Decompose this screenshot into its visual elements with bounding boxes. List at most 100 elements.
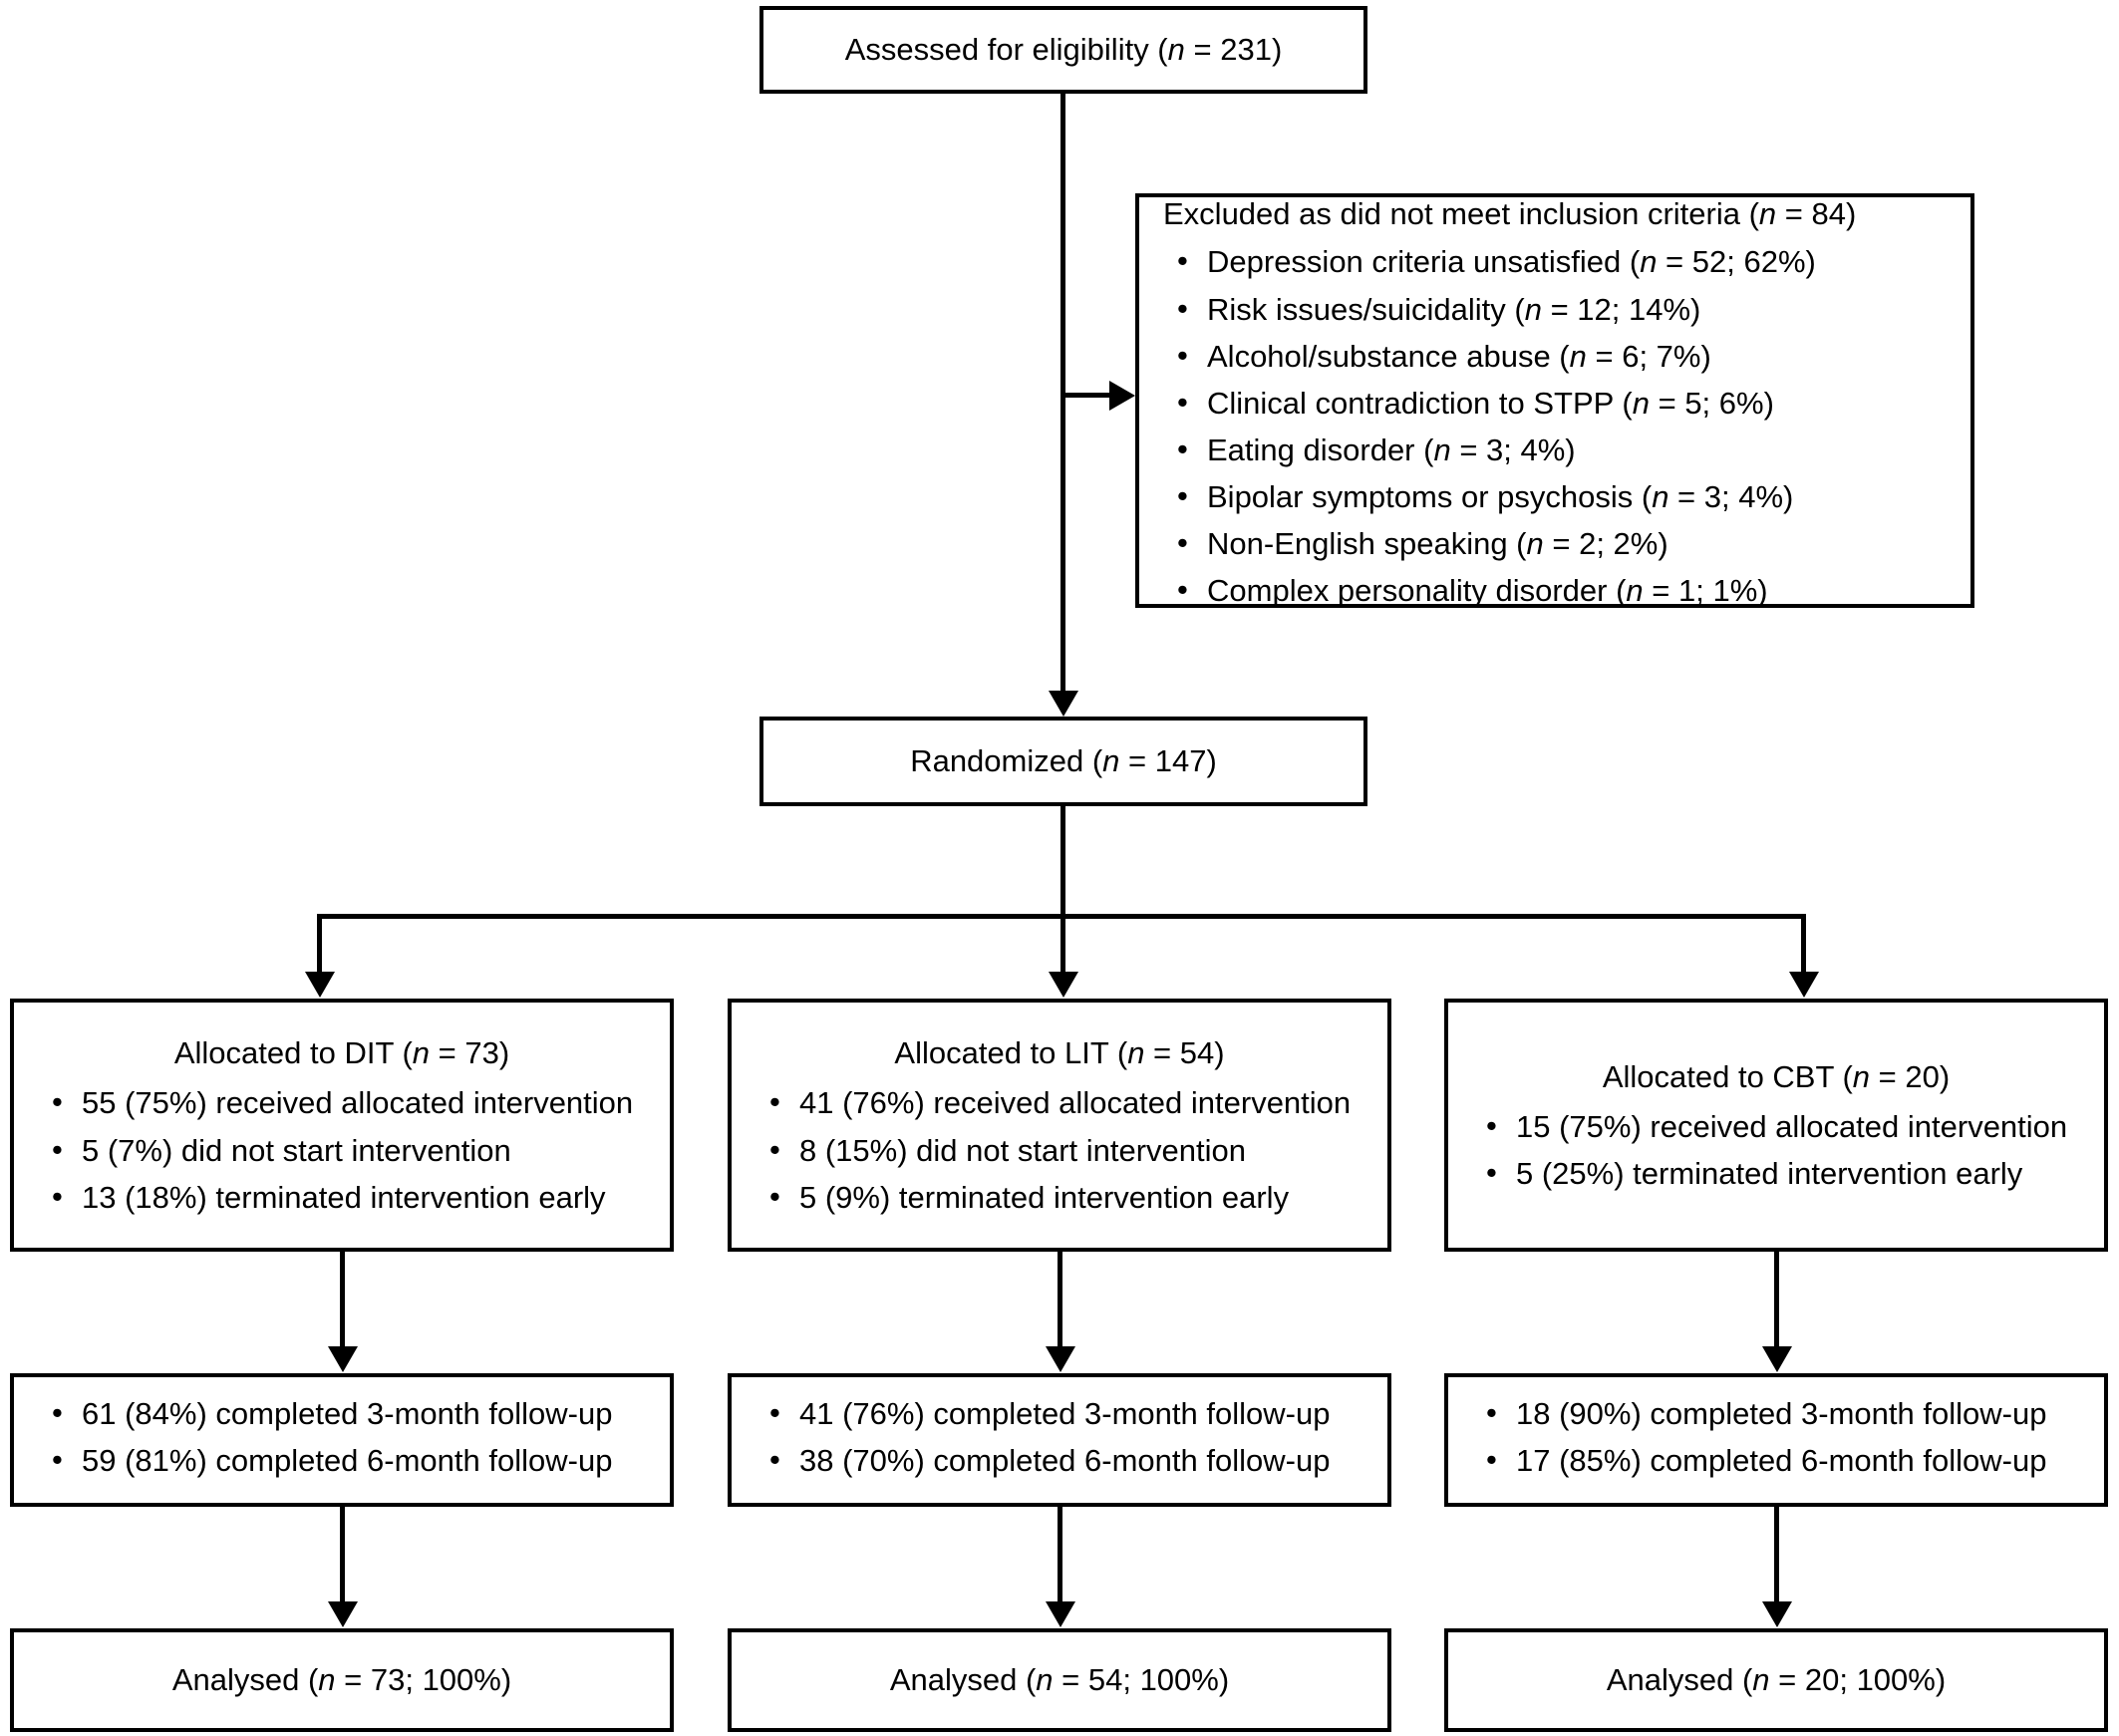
allocation-heading-after: = 73) <box>430 1035 510 1071</box>
allocation-heading-after: = 20) <box>1870 1058 1951 1094</box>
box-analysed-dit: Analysed (n = 73; 100%) <box>10 1628 674 1732</box>
arrow-eligibility-to-randomized <box>1049 691 1078 717</box>
allocation-heading-before: Allocated to LIT ( <box>894 1035 1128 1071</box>
box-followup-dit: 61 (84%) completed 3-month follow-up 59 … <box>10 1373 674 1507</box>
list-item-followup: 59 (81%) completed 6-month follow-up <box>48 1436 656 1484</box>
connector-drop-lit <box>1060 914 1065 977</box>
randomized-text-after: = 147) <box>1119 742 1217 778</box>
reason-text-after: = 1; 1%) <box>1643 573 1768 609</box>
analysed-text-after: = 54; 100%) <box>1053 1661 1230 1697</box>
connector-allocation-to-followup-lit <box>1058 1252 1062 1351</box>
reason-text-before: Risk issues/suicidality ( <box>1207 291 1525 327</box>
allocation-n-symbol: n <box>412 1035 431 1071</box>
randomized-text-before: Randomized ( <box>910 742 1103 778</box>
list-item-followup: 17 (85%) completed 6-month follow-up <box>1482 1436 2090 1484</box>
connector-followup-to-analysed-lit <box>1058 1507 1062 1606</box>
allocation-heading-before: Allocated to DIT ( <box>173 1035 413 1071</box>
reason-n-symbol: n <box>1632 385 1650 421</box>
list-item-allocation: 55 (75%) received allocated intervention <box>48 1078 656 1126</box>
list-item-excluded-reason: Clinical contradiction to STPP (n = 5; 6… <box>1173 379 1957 427</box>
reason-text-before: Alcohol/substance abuse ( <box>1207 338 1570 374</box>
allocation-heading-cbt: Allocated to CBT (n = 20) <box>1448 1043 2104 1103</box>
analysed-n-symbol: n <box>1752 1661 1770 1697</box>
allocation-heading-before: Allocated to CBT ( <box>1602 1058 1853 1094</box>
allocation-heading-dit: Allocated to DIT (n = 73) <box>14 1019 670 1079</box>
connector-randomized-stem <box>1060 806 1065 919</box>
list-item-allocation: 15 (75%) received allocated intervention <box>1482 1102 2090 1150</box>
reason-text-before: Eating disorder ( <box>1207 432 1434 467</box>
followup-list-cbt: 18 (90%) completed 3-month follow-up 17 … <box>1448 1382 2104 1498</box>
analysed-n-symbol: n <box>1036 1661 1054 1697</box>
reason-text-after: = 12; 14%) <box>1541 291 1701 327</box>
reason-n-symbol: n <box>1626 573 1644 609</box>
arrow-followup-to-analysed-lit <box>1046 1601 1075 1627</box>
connector-followup-to-analysed-dit <box>340 1507 345 1606</box>
arrow-allocation-to-followup-lit <box>1046 1346 1075 1372</box>
reason-text-after: = 52; 62%) <box>1657 244 1816 280</box>
list-item-excluded-reason: Bipolar symptoms or psychosis (n = 3; 4%… <box>1173 472 1957 520</box>
arrow-to-allocation-dit <box>305 972 335 998</box>
assessed-label: Assessed for eligibility (n = 231) <box>777 30 1350 70</box>
box-assessed-for-eligibility: Assessed for eligibility (n = 231) <box>759 6 1367 94</box>
reason-text-before: Clinical contradiction to STPP ( <box>1207 385 1633 421</box>
connector-allocation-to-followup-dit <box>340 1252 345 1351</box>
excluded-heading-after: = 84) <box>1776 195 1857 231</box>
connector-followup-to-analysed-cbt <box>1774 1507 1779 1606</box>
followup-list-lit: 41 (76%) completed 3-month follow-up 38 … <box>732 1382 1387 1498</box>
reason-text-after: = 5; 6%) <box>1649 385 1774 421</box>
reason-text-before: Bipolar symptoms or psychosis ( <box>1207 479 1653 515</box>
excluded-heading-before: Excluded as did not meet inclusion crite… <box>1163 195 1759 231</box>
box-analysed-lit: Analysed (n = 54; 100%) <box>728 1628 1391 1732</box>
box-followup-lit: 41 (76%) completed 3-month follow-up 38 … <box>728 1373 1391 1507</box>
list-item-excluded-reason: Complex personality disorder (n = 1; 1%) <box>1173 566 1957 614</box>
reason-text-after: = 6; 7%) <box>1586 338 1711 374</box>
box-allocation-dit: Allocated to DIT (n = 73) 55 (75%) recei… <box>10 999 674 1252</box>
reason-text-before: Depression criteria unsatisfied ( <box>1207 244 1641 280</box>
reason-text-before: Complex personality disorder ( <box>1207 573 1627 609</box>
excluded-n-symbol: n <box>1758 195 1777 231</box>
reason-text-before: Non-English speaking ( <box>1207 526 1527 562</box>
list-item-followup: 38 (70%) completed 6-month follow-up <box>765 1436 1373 1484</box>
allocation-heading-after: = 54) <box>1144 1035 1225 1071</box>
reason-n-symbol: n <box>1652 479 1669 515</box>
connector-to-excluded <box>1060 393 1124 398</box>
list-item-followup: 61 (84%) completed 3-month follow-up <box>48 1389 656 1437</box>
analysed-text-after: = 20; 100%) <box>1769 1661 1947 1697</box>
box-excluded: Excluded as did not meet inclusion crite… <box>1135 193 1974 613</box>
arrow-allocation-to-followup-dit <box>328 1346 358 1372</box>
list-item-allocation: 5 (25%) terminated intervention early <box>1482 1149 2090 1197</box>
box-allocation-lit: Allocated to LIT (n = 54) 41 (76%) recei… <box>728 999 1391 1252</box>
list-item-excluded-reason: Depression criteria unsatisfied (n = 52;… <box>1173 237 1957 285</box>
box-analysed-cbt: Analysed (n = 20; 100%) <box>1444 1628 2108 1732</box>
analysed-text-after: = 73; 100%) <box>335 1661 512 1697</box>
list-item-allocation: 13 (18%) terminated intervention early <box>48 1173 656 1221</box>
randomized-n-symbol: n <box>1102 742 1120 778</box>
list-item-allocation: 8 (15%) did not start intervention <box>765 1126 1373 1174</box>
reason-n-symbol: n <box>1569 338 1587 374</box>
arrow-to-allocation-lit <box>1049 972 1078 998</box>
connector-drop-dit <box>317 914 322 977</box>
assessed-text-before: Assessed for eligibility ( <box>844 31 1168 67</box>
assessed-n-symbol: n <box>1167 31 1185 67</box>
allocation-n-symbol: n <box>1127 1035 1145 1071</box>
reason-text-after: = 2; 2%) <box>1543 526 1668 562</box>
list-item-excluded-reason: Eating disorder (n = 3; 4%) <box>1173 426 1957 473</box>
reason-n-symbol: n <box>1433 432 1451 467</box>
followup-list-dit: 61 (84%) completed 3-month follow-up 59 … <box>14 1382 670 1498</box>
analysed-n-symbol: n <box>318 1661 336 1697</box>
excluded-heading: Excluded as did not meet inclusion crite… <box>1139 177 1970 239</box>
allocation-list-dit: 55 (75%) received allocated intervention… <box>14 1078 670 1230</box>
reason-n-symbol: n <box>1524 291 1542 327</box>
connector-drop-cbt <box>1801 914 1806 977</box>
arrow-followup-to-analysed-cbt <box>1762 1601 1792 1627</box>
analysed-label-dit: Analysed (n = 73; 100%) <box>28 1660 656 1700</box>
list-item-excluded-reason: Non-English speaking (n = 2; 2%) <box>1173 519 1957 567</box>
allocation-list-lit: 41 (76%) received allocated intervention… <box>732 1078 1387 1230</box>
list-item-allocation: 5 (9%) terminated intervention early <box>765 1173 1373 1221</box>
list-item-followup: 18 (90%) completed 3-month follow-up <box>1482 1389 2090 1437</box>
arrow-to-allocation-cbt <box>1789 972 1819 998</box>
excluded-reason-list: Depression criteria unsatisfied ( n = 52;… <box>1139 237 1970 624</box>
allocation-n-symbol: n <box>1852 1058 1871 1094</box>
arrow-allocation-to-followup-cbt <box>1762 1346 1792 1372</box>
allocation-list-cbt: 15 (75%) received allocated intervention… <box>1448 1102 2104 1207</box>
